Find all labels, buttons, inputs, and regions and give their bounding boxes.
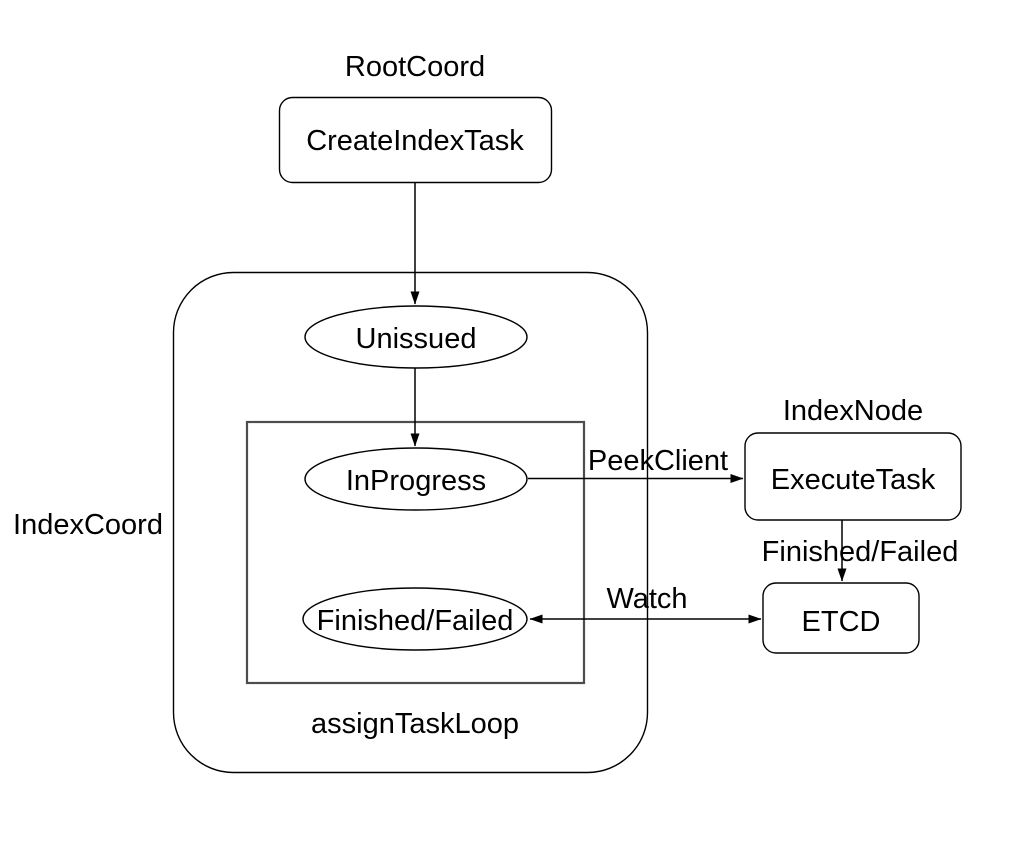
watch-edge-label: Watch <box>606 583 687 615</box>
peekclient-edge-label: PeekClient <box>588 445 728 477</box>
etcd-label: ETCD <box>802 606 881 638</box>
finished-failed-edge-label: Finished/Failed <box>762 536 959 568</box>
indexcoord-label: IndexCoord <box>13 509 163 541</box>
finished-failed-label: Finished/Failed <box>317 605 514 637</box>
unissued-node <box>304 305 528 369</box>
execute-task-node <box>744 432 962 521</box>
unissued-label: Unissued <box>356 323 477 355</box>
create-index-task-node <box>278 96 553 184</box>
etcd-node <box>762 582 920 654</box>
execute-task-label: ExecuteTask <box>771 464 936 496</box>
rootcoord-label: RootCoord <box>345 51 485 83</box>
inprogress-label: InProgress <box>346 465 486 497</box>
indexcoord-container <box>172 271 649 774</box>
inprogress-node <box>304 447 528 511</box>
assigntaskloop-label: assignTaskLoop <box>311 708 519 740</box>
create-index-task-label: CreateIndexTask <box>306 125 524 157</box>
indexnode-label: IndexNode <box>783 395 923 427</box>
finished-failed-node <box>302 587 528 651</box>
